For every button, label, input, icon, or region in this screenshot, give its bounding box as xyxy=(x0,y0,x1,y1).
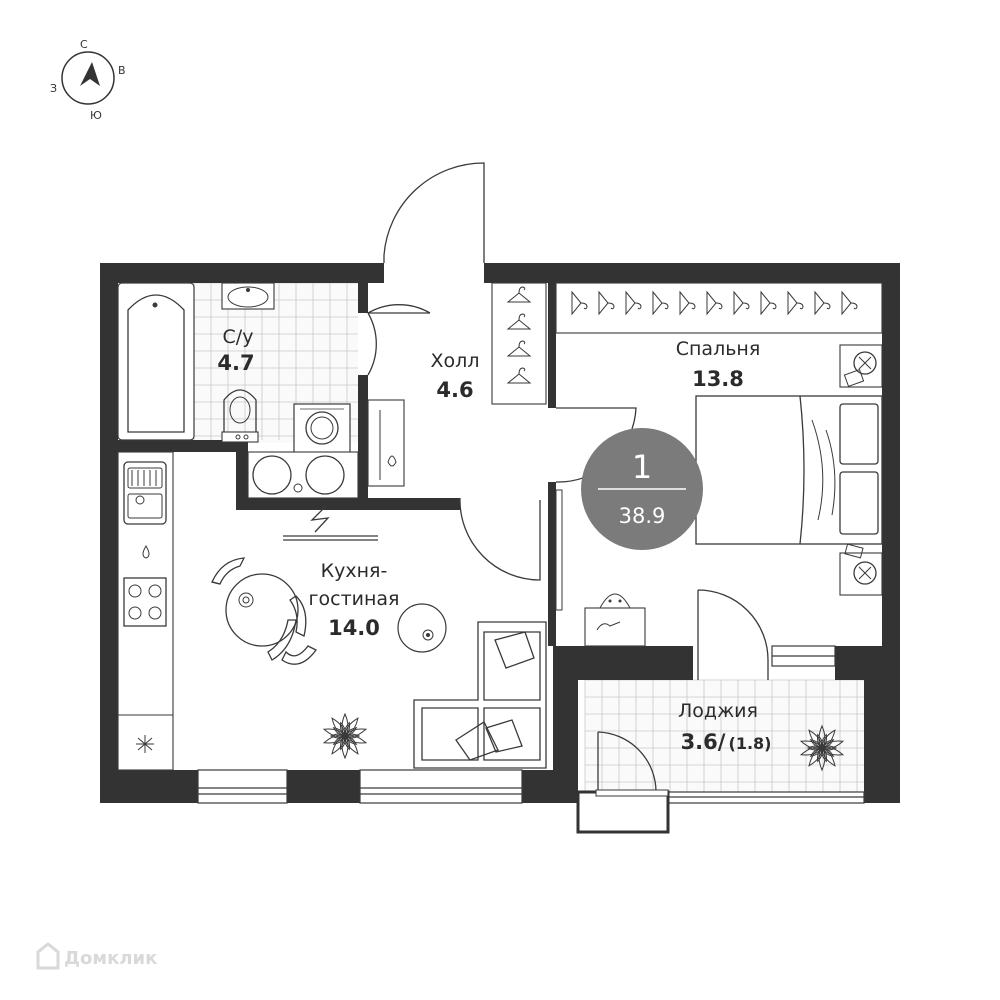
loggia-area: 3.6/ xyxy=(681,730,726,754)
compass-east: В xyxy=(118,64,126,77)
hall-cabinet xyxy=(367,399,405,487)
water-drop-icon xyxy=(142,545,150,559)
coffee-table xyxy=(397,603,447,653)
plant-living xyxy=(322,712,368,760)
bed xyxy=(695,395,883,545)
compass-north: С xyxy=(80,38,88,51)
bathtub xyxy=(117,282,195,441)
loggia-door xyxy=(697,589,769,680)
bedroom-area: 13.8 xyxy=(692,367,744,391)
living-name-line2: гостиная xyxy=(309,588,400,610)
loggia-bay xyxy=(576,731,670,834)
sofa xyxy=(413,621,547,769)
hall-wardrobe xyxy=(491,282,547,405)
nightstand-bottom xyxy=(839,543,883,596)
bathroom-area: 4.7 xyxy=(217,351,254,375)
loggia-area-reduced: (1.8) xyxy=(729,734,772,753)
plant-loggia xyxy=(799,724,845,772)
hall-name: Холл xyxy=(431,350,480,372)
window-living-left xyxy=(197,769,288,804)
compass-arrow-icon xyxy=(80,62,100,86)
apartment-badge: 1 38.9 xyxy=(581,428,703,550)
bathroom-fixtures xyxy=(117,282,359,499)
loggia-name: Лоджия xyxy=(678,700,758,722)
living-area: 14.0 xyxy=(328,616,380,640)
walls xyxy=(100,263,900,803)
bedroom-mirror xyxy=(555,489,563,611)
domclick-logo-icon xyxy=(36,942,60,970)
kitchen-counter xyxy=(117,451,174,771)
bedroom-name: Спальня xyxy=(676,338,761,360)
washing-machine xyxy=(293,403,351,455)
compass: С В Ю З xyxy=(50,38,126,122)
watermark: Домклик xyxy=(36,942,157,970)
radiator xyxy=(283,505,378,541)
bathroom-name: С/у xyxy=(223,326,254,348)
watermark-text: Домклик xyxy=(64,948,157,969)
entrance-door xyxy=(383,162,485,263)
total-area: 38.9 xyxy=(619,504,666,528)
hall-area: 4.6 xyxy=(436,378,473,402)
nightstand-top xyxy=(839,344,883,388)
rooms-count: 1 xyxy=(632,448,652,486)
room-labels: С/у 4.7 Холл 4.6 Спальня 13.8 Кухня- гос… xyxy=(217,326,771,754)
compass-south: Ю xyxy=(90,109,102,122)
toilet xyxy=(221,389,259,443)
bedroom-wardrobe xyxy=(555,282,883,334)
windows xyxy=(197,645,865,804)
cooktop xyxy=(123,577,167,627)
boiler-unit xyxy=(247,451,359,499)
bathroom-door xyxy=(367,312,430,376)
kitchen-sink xyxy=(123,461,167,525)
living-door xyxy=(459,497,541,581)
dining-table xyxy=(211,557,317,665)
window-living-right xyxy=(359,769,523,804)
sink xyxy=(221,282,275,310)
living-name-line1: Кухня- xyxy=(321,560,388,582)
desk xyxy=(584,593,646,647)
compass-west: З xyxy=(50,82,57,95)
fridge-snowflake-icon xyxy=(136,735,154,753)
